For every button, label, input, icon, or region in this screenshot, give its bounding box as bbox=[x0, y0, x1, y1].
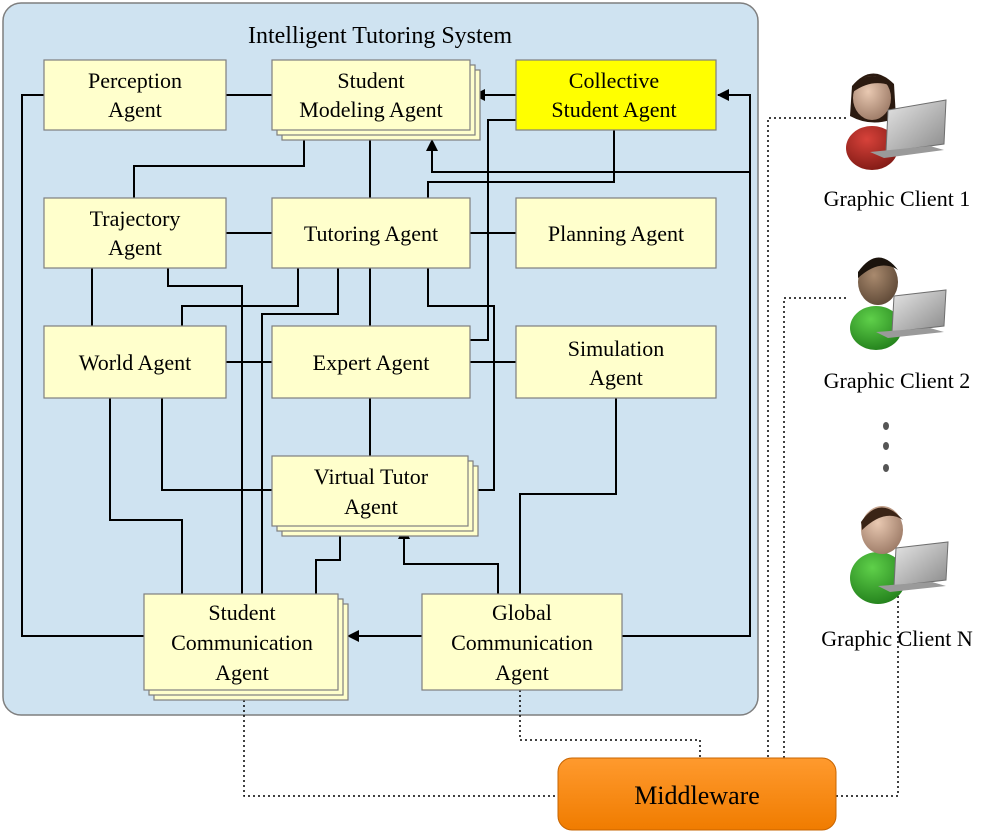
connections bbox=[21, 89, 751, 642]
more-clients-dots bbox=[883, 422, 889, 472]
simulation-agent: Simulation Agent bbox=[515, 325, 717, 399]
svg-text:Expert Agent: Expert Agent bbox=[313, 350, 430, 375]
graphic-client-1: Graphic Client 1 bbox=[824, 73, 971, 211]
svg-text:Agent: Agent bbox=[344, 494, 398, 519]
graphic-client-n: Graphic Client N bbox=[821, 506, 973, 651]
user-avatar-icon bbox=[846, 73, 947, 170]
middleware-links bbox=[243, 117, 899, 797]
expert-agent: Expert Agent bbox=[271, 325, 471, 399]
svg-text:Agent: Agent bbox=[215, 660, 269, 685]
global-communication-agent: Global Communication Agent bbox=[421, 593, 623, 691]
svg-text:Agent: Agent bbox=[589, 365, 643, 390]
trajectory-agent: Trajectory Agent bbox=[43, 197, 227, 269]
svg-text:Perception: Perception bbox=[88, 68, 182, 93]
planning-agent: Planning Agent bbox=[515, 197, 717, 269]
collective-student-agent: Collective Student Agent bbox=[515, 59, 717, 131]
perception-agent: Perception Agent bbox=[43, 59, 227, 131]
svg-text:Planning Agent: Planning Agent bbox=[548, 221, 684, 246]
svg-text:Middleware: Middleware bbox=[634, 781, 760, 810]
laptop-icon bbox=[870, 99, 947, 158]
svg-text:Communication: Communication bbox=[451, 630, 593, 655]
svg-text:Trajectory: Trajectory bbox=[90, 206, 181, 231]
virtual-tutor-agent: Virtual Tutor Agent bbox=[271, 455, 479, 537]
middleware-box: Middleware bbox=[557, 757, 837, 831]
svg-text:Collective: Collective bbox=[569, 68, 659, 93]
world-agent: World Agent bbox=[43, 325, 227, 399]
laptop-icon bbox=[876, 289, 947, 338]
student-modeling-agent: Student Modeling Agent bbox=[271, 59, 481, 141]
svg-text:Agent: Agent bbox=[108, 97, 162, 122]
svg-text:Student: Student bbox=[208, 600, 275, 625]
svg-text:Virtual Tutor: Virtual Tutor bbox=[314, 464, 429, 489]
laptop-icon bbox=[878, 541, 949, 592]
tutoring-agent: Tutoring Agent bbox=[271, 197, 471, 269]
svg-text:Graphic Client 1: Graphic Client 1 bbox=[824, 186, 971, 211]
svg-text:Tutoring Agent: Tutoring Agent bbox=[304, 221, 438, 246]
svg-text:Graphic Client N: Graphic Client N bbox=[821, 626, 973, 651]
svg-text:Agent: Agent bbox=[108, 235, 162, 260]
user-avatar-icon bbox=[850, 506, 949, 604]
system-title: Intelligent Tutoring System bbox=[248, 23, 512, 49]
svg-text:Simulation: Simulation bbox=[568, 336, 665, 361]
graphic-client-2: Graphic Client 2 bbox=[824, 257, 971, 393]
svg-text:Modeling Agent: Modeling Agent bbox=[299, 97, 443, 122]
svg-text:World Agent: World Agent bbox=[79, 350, 192, 375]
student-communication-agent: Student Communication Agent bbox=[143, 593, 349, 701]
svg-text:Agent: Agent bbox=[495, 660, 549, 685]
svg-text:Graphic Client 2: Graphic Client 2 bbox=[824, 368, 971, 393]
user-avatar-icon bbox=[850, 257, 947, 350]
svg-text:Student Agent: Student Agent bbox=[551, 97, 676, 122]
svg-text:Student: Student bbox=[337, 68, 404, 93]
svg-text:Global: Global bbox=[492, 600, 552, 625]
svg-text:Communication: Communication bbox=[171, 630, 313, 655]
